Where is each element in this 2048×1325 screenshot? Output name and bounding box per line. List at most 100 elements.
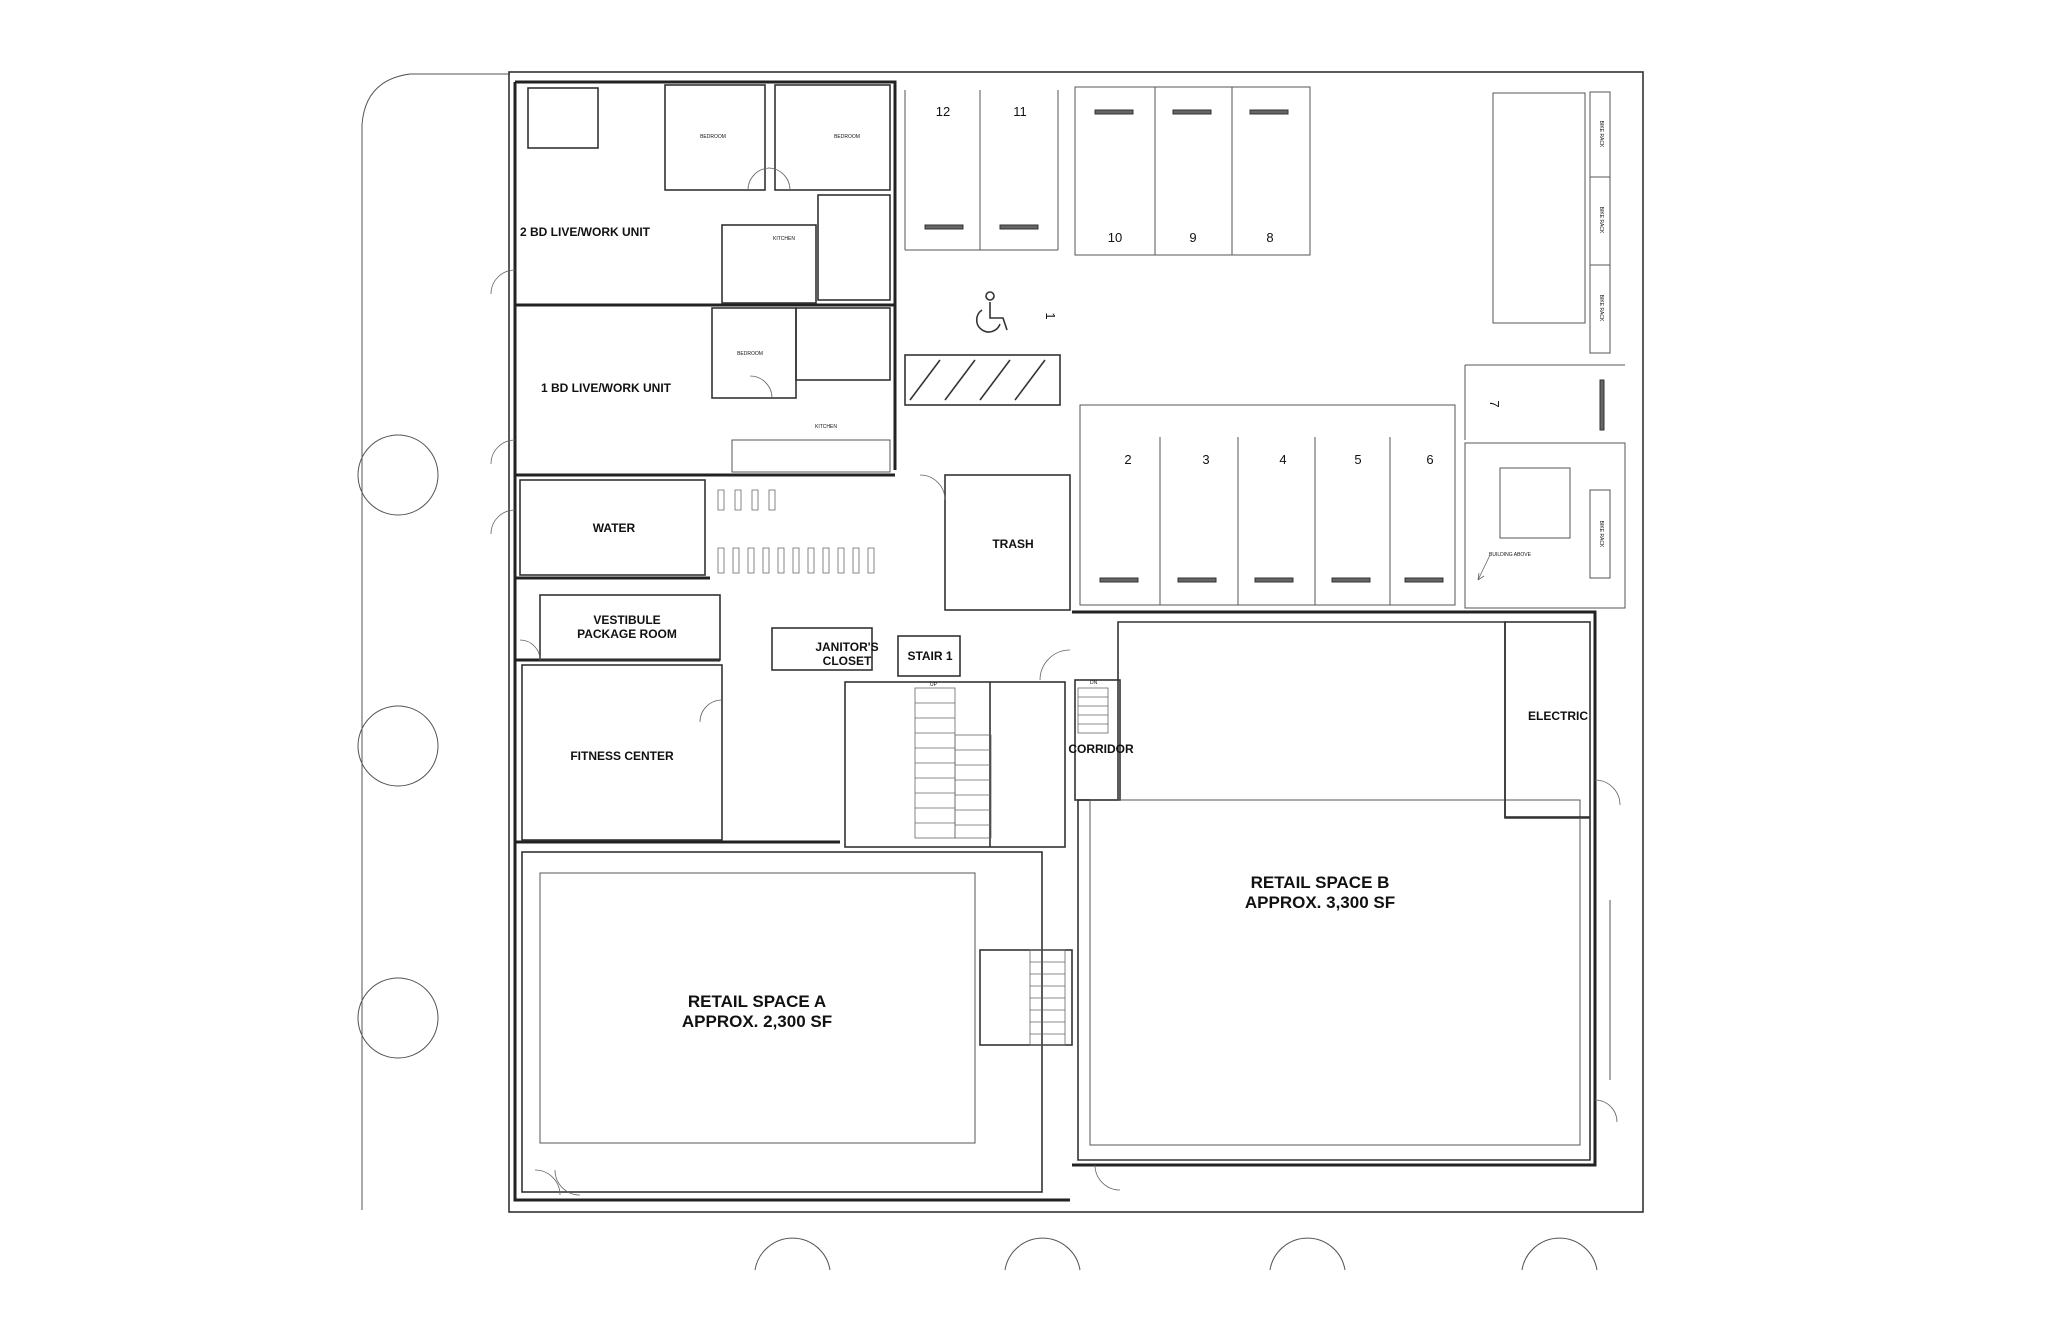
vestibule-label: VESTIBULE bbox=[593, 613, 660, 627]
retail-a-stair-treads bbox=[1029, 949, 1066, 1046]
janitor-closet-label: CLOSET bbox=[823, 654, 872, 668]
parking-stall-number: 11 bbox=[1013, 104, 1027, 119]
street-tree bbox=[754, 1237, 831, 1271]
bath-wall bbox=[795, 307, 891, 381]
door-swing bbox=[519, 639, 541, 661]
fitness-room bbox=[521, 664, 723, 841]
water-label: WATER bbox=[593, 521, 636, 535]
door-swing bbox=[554, 1169, 581, 1196]
parking-stall-number: 9 bbox=[1189, 230, 1196, 245]
door-swing bbox=[747, 167, 771, 191]
wheel-stop bbox=[1177, 577, 1217, 583]
parking-stall-lines bbox=[1074, 86, 1311, 256]
parking-stall-number: 12 bbox=[936, 104, 950, 119]
trash-room bbox=[944, 474, 1071, 611]
janitor-closet bbox=[771, 627, 873, 671]
wheel-stop bbox=[1094, 109, 1134, 115]
wheel-stop bbox=[1172, 109, 1212, 115]
door-swing bbox=[699, 699, 723, 723]
corridor-label: CORRIDOR bbox=[1068, 742, 1134, 756]
corridor bbox=[1074, 679, 1121, 801]
retail-b-area: APPROX. 3,300 SF bbox=[1245, 893, 1395, 912]
east-building-wall bbox=[1072, 610, 1597, 1167]
parking-stall-number: 6 bbox=[1426, 452, 1433, 467]
stair-1 bbox=[897, 635, 961, 677]
parking-stall-number: 2 bbox=[1124, 452, 1131, 467]
bath-wall bbox=[817, 194, 891, 301]
parking-stall-number: 7 bbox=[1487, 400, 1502, 407]
parking-stall-number: 1 bbox=[1043, 312, 1058, 319]
door-swing bbox=[1594, 779, 1621, 806]
wheel-stop bbox=[1249, 109, 1289, 115]
bedroom-label: BEDROOM bbox=[700, 134, 726, 140]
kitchen-counter bbox=[731, 439, 891, 473]
wheel-stop bbox=[999, 224, 1039, 230]
door-swing bbox=[1039, 649, 1071, 681]
bike-rack-label: BIKE RACK bbox=[1598, 207, 1604, 234]
door-swing bbox=[490, 439, 516, 465]
wheel-stop bbox=[1331, 577, 1371, 583]
door-swing bbox=[490, 269, 516, 295]
mechanical-pad bbox=[1499, 467, 1571, 539]
retail-b-floor bbox=[1089, 799, 1581, 1146]
stair-down-label: DN bbox=[1090, 680, 1098, 686]
building-above-label: BUILDING ABOVE bbox=[1489, 552, 1532, 558]
electric-room bbox=[1504, 621, 1591, 818]
bedroom-label: BEDROOM bbox=[737, 351, 763, 357]
kitchen-wall bbox=[721, 224, 817, 304]
electric-label: ELECTRIC bbox=[1528, 709, 1588, 723]
door-swing bbox=[534, 1169, 561, 1196]
parking-stall-lines bbox=[1079, 404, 1456, 606]
wheel-stop bbox=[1599, 379, 1605, 431]
bike-rack-label: BIKE RACK bbox=[1598, 521, 1604, 548]
corridor-stair-treads bbox=[1077, 687, 1109, 734]
parking-stall-number: 5 bbox=[1354, 452, 1361, 467]
bike-rack-label: BIKE RACK bbox=[1598, 295, 1604, 322]
bike-rack bbox=[1589, 264, 1611, 354]
stair-1-label: STAIR 1 bbox=[907, 649, 952, 663]
parking-stall-number: 10 bbox=[1108, 230, 1122, 245]
parking-stall-lines bbox=[904, 90, 1059, 251]
fitness-center-label: FITNESS CENTER bbox=[570, 749, 674, 763]
bike-rack-label: BIKE RACK bbox=[1598, 121, 1604, 148]
street-tree bbox=[1269, 1237, 1346, 1271]
door-swing bbox=[1094, 1164, 1121, 1191]
door-swing bbox=[1594, 1099, 1618, 1123]
retail-a-area: APPROX. 2,300 SF bbox=[682, 1012, 832, 1031]
bedroom-label: BEDROOM bbox=[834, 134, 860, 140]
bike-area bbox=[1492, 92, 1586, 324]
street-tree bbox=[357, 705, 439, 787]
trash-label: TRASH bbox=[992, 537, 1033, 551]
water-room bbox=[519, 479, 706, 576]
two-bd-unit-label: 2 BD LIVE/WORK UNIT bbox=[520, 225, 651, 239]
parking-stall-number: 3 bbox=[1202, 452, 1209, 467]
parking-stall-lines bbox=[1464, 364, 1626, 609]
street-tree bbox=[1521, 1237, 1598, 1271]
retail-a-label: RETAIL SPACE A bbox=[688, 992, 826, 1011]
west-exterior-wall bbox=[513, 80, 1070, 1202]
street-tree bbox=[1004, 1237, 1081, 1271]
retail-b-label: RETAIL SPACE B bbox=[1251, 873, 1390, 892]
entry-closet bbox=[527, 87, 599, 149]
bedroom-wall bbox=[774, 84, 891, 191]
door-swing bbox=[749, 375, 773, 399]
parking-stall-number: 4 bbox=[1279, 452, 1286, 467]
access-aisle bbox=[904, 354, 1061, 406]
building-above-arrow bbox=[1477, 554, 1491, 581]
stair-treads bbox=[914, 687, 992, 839]
package-room-label: PACKAGE ROOM bbox=[577, 627, 677, 641]
bike-rack bbox=[1589, 489, 1611, 579]
wheel-stop bbox=[1099, 577, 1139, 583]
kitchen-label: KITCHEN bbox=[773, 236, 795, 242]
bedroom-wall bbox=[664, 84, 766, 191]
one-bd-unit-label: 1 BD LIVE/WORK UNIT bbox=[541, 381, 672, 395]
sidewalk-curb bbox=[361, 73, 510, 1210]
door-swing bbox=[767, 167, 791, 191]
stair-up-label: UP bbox=[930, 682, 938, 688]
janitor-closet-label: JANITOR'S bbox=[815, 640, 878, 654]
stair-core bbox=[844, 681, 1066, 848]
utility-meters bbox=[717, 489, 875, 574]
wheel-stop bbox=[1254, 577, 1294, 583]
property-line bbox=[508, 71, 1644, 1213]
